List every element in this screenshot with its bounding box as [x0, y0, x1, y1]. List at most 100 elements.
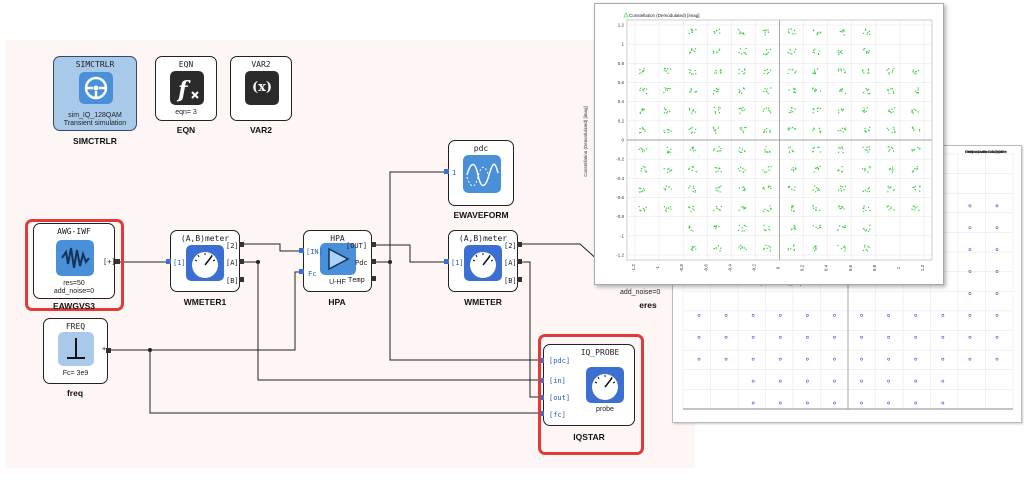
constellation-point [642, 188, 645, 190]
wmeter-block[interactable]: (A,B)meter [1] [2] [A] [B] [448, 230, 518, 292]
y-tick-label: 0 [621, 138, 624, 143]
constellation-point [663, 107, 666, 109]
constellation-point [995, 335, 999, 339]
constellation-point [893, 92, 895, 95]
freq-pin[interactable] [106, 348, 111, 353]
constellation-point [719, 150, 722, 152]
constellation-point [762, 187, 764, 189]
constellation-point [915, 91, 918, 94]
constellation-point [663, 69, 666, 72]
constellation-point [814, 73, 816, 75]
ewaveform-pin[interactable] [444, 169, 449, 174]
constellation-point [839, 147, 841, 149]
constellation-point [941, 335, 945, 339]
constellation-point [695, 90, 698, 93]
constellation-point [887, 68, 890, 70]
constellation-point [790, 110, 792, 112]
wmeter1-p2-pin[interactable] [239, 242, 244, 247]
hpa-in-pin[interactable] [299, 248, 304, 253]
constellation-point [862, 227, 864, 230]
constellation-point [866, 51, 869, 53]
amplifier-icon [320, 243, 356, 275]
constellation-point [867, 151, 869, 153]
constellation-point [764, 149, 766, 151]
wmeter1-pa: [A] [226, 259, 239, 267]
constellation-point [692, 205, 695, 208]
constellation-point [788, 89, 790, 91]
hpa-pdc-pin[interactable] [371, 259, 376, 264]
iqprobe-out-pin[interactable] [539, 395, 544, 400]
wmeter-p2-pin[interactable] [517, 242, 522, 247]
constellation-point [843, 226, 845, 229]
constellation-point [694, 245, 696, 248]
constellation-point [791, 149, 793, 151]
wire-wmeter1-hpa [240, 243, 303, 252]
var2-block[interactable]: VAR2 (x) [230, 56, 292, 121]
wire-wmeter-out [520, 243, 601, 263]
constellation-point [888, 187, 890, 189]
constellation-point [844, 71, 847, 73]
awg-pin[interactable] [115, 259, 120, 264]
wmeter-pb-pin[interactable] [517, 277, 522, 282]
constellation-point [719, 250, 721, 252]
eqn-block[interactable]: EQN f eqn= 3 [155, 56, 217, 121]
constellation-point [739, 151, 742, 154]
constellation-point [793, 51, 796, 53]
constellation-point [844, 225, 846, 227]
constellation-point [739, 107, 742, 109]
constellation-point [762, 210, 765, 213]
constellation-point [739, 170, 741, 172]
x-tick-label: -0.4 [727, 264, 732, 272]
constellation-point [817, 52, 820, 55]
constellation-point [740, 108, 743, 110]
constellation-point [769, 69, 772, 72]
constellation-point [867, 206, 870, 208]
wmeter-pa-pin[interactable] [517, 259, 522, 264]
constellation-point [913, 148, 915, 151]
iqprobe-block[interactable]: IQ_PROBE probe [pdc] [in] [out] [fc] [543, 344, 635, 426]
iqprobe-pdc-pin[interactable] [539, 358, 544, 363]
constellation-point [692, 147, 694, 149]
constellation-point [995, 357, 999, 361]
constellation-point [941, 379, 945, 383]
wmeter1-in-pin[interactable] [166, 259, 171, 264]
y-tick-label: -1.2 [616, 253, 624, 258]
constellation-point [914, 401, 918, 405]
constellation-point [914, 90, 916, 92]
freq-block[interactable]: FREQ Fc= 3e9 + [43, 318, 108, 384]
constellation-point [813, 128, 815, 130]
constellation-point [719, 209, 721, 211]
constellation-point [868, 187, 870, 189]
wmeter1-block[interactable]: (A,B)meter [1] [2] [A] [B] [170, 230, 240, 292]
constellation-point [765, 131, 767, 133]
wmeter-in-pin[interactable] [444, 259, 449, 264]
ewaveform-block[interactable]: pdc 1 [448, 140, 514, 206]
constellation-point [866, 33, 868, 35]
simctrlr-block[interactable]: SIMCTRLR sim_IQ_128QAM Transient simulat… [53, 56, 137, 131]
constellation-point [715, 90, 717, 93]
svg-text:f: f [176, 77, 191, 103]
constellation-point [763, 90, 765, 93]
constellation-point [668, 151, 670, 153]
constellation-point [741, 206, 743, 208]
constellation-point [790, 248, 792, 250]
hpa-temp-pin[interactable] [371, 276, 376, 281]
hpa-out-pin[interactable] [371, 242, 376, 247]
hpa-fc-pin[interactable] [299, 269, 304, 274]
wmeter1-pa-pin[interactable] [239, 259, 244, 264]
iqprobe-fc-pin[interactable] [539, 411, 544, 416]
constellation-point [718, 112, 721, 114]
iqprobe-in-pin[interactable] [539, 378, 544, 383]
constellation-point [911, 171, 914, 173]
hpa-block[interactable]: HPA U-HF [IN] Fc [OUT] Pdc Temp [303, 230, 372, 292]
constellation-point [818, 189, 821, 191]
wmeter1-pb-pin[interactable] [239, 277, 244, 282]
constellation-point [792, 210, 795, 212]
constellation-point [843, 29, 845, 31]
constellation-point [714, 129, 717, 131]
constellation-point [863, 168, 866, 170]
awg-block[interactable]: AWG-IWF res=50 add_noise=0 [+] [33, 223, 116, 299]
constellation-point [769, 250, 772, 252]
